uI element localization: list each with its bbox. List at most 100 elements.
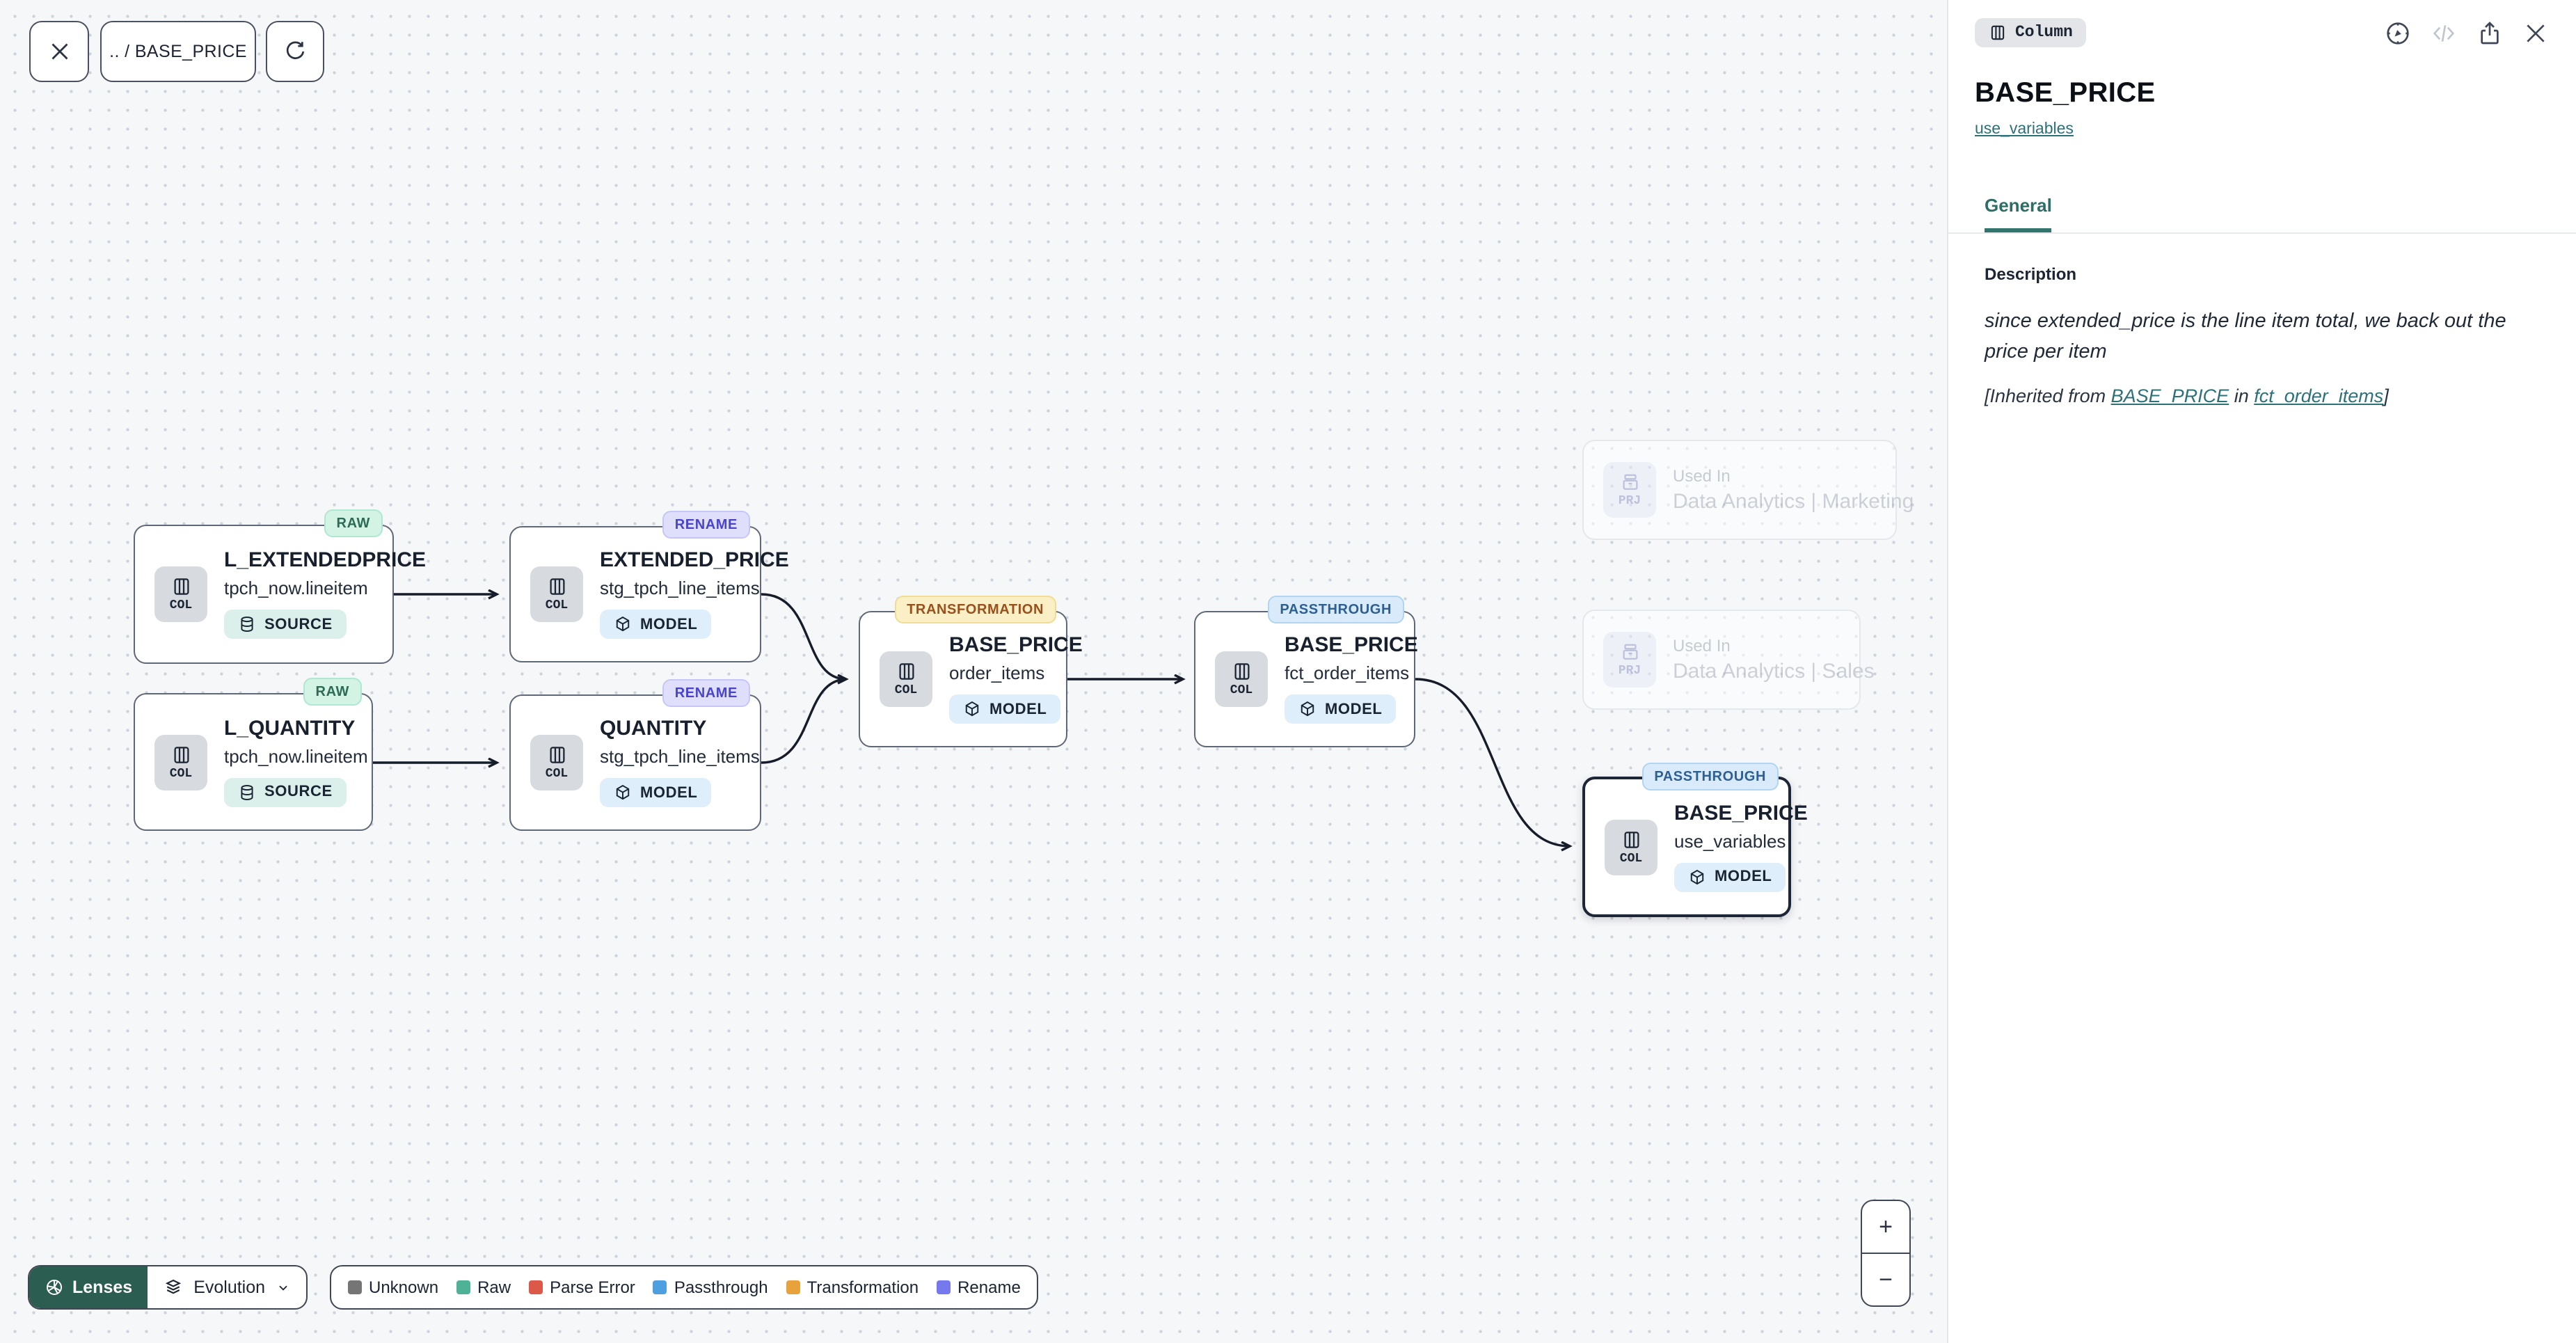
share-icon[interactable] <box>2476 19 2504 47</box>
columns-icon <box>1623 831 1639 848</box>
close-icon[interactable] <box>2522 19 2550 47</box>
node-title: BASE_PRICE <box>1285 633 1418 657</box>
columns-icon <box>1991 25 2005 40</box>
columns-icon <box>898 663 914 680</box>
database-icon <box>241 617 253 632</box>
column-type-chip: COL <box>530 735 583 790</box>
legend-swatch <box>937 1280 951 1294</box>
legend-swatch <box>529 1280 543 1294</box>
project-type-chip: PRJ <box>1603 632 1656 688</box>
panel-title: BASE_PRICE <box>1975 78 2156 109</box>
legend-swatch <box>456 1280 471 1294</box>
evolution-badge: RENAME <box>662 679 750 707</box>
zoom-in-button[interactable]: + <box>1862 1201 1909 1254</box>
kind-badge: MODEL <box>600 778 712 807</box>
cube-icon <box>1690 869 1704 884</box>
model-link[interactable]: use_variables <box>1975 121 2074 138</box>
legend-item: Transformation <box>786 1278 919 1297</box>
evolution-legend: Unknown Raw Parse Error Passthrough Tran… <box>330 1265 1039 1310</box>
node-subtitle: stg_tpch_line_items <box>600 578 760 598</box>
used-in-name: Data Analytics | Sales <box>1673 660 1875 683</box>
close-lineage-button[interactable] <box>29 21 89 82</box>
description-section: Description since extended_price is the … <box>1948 234 2576 406</box>
zoom-out-button[interactable]: − <box>1879 1266 1893 1292</box>
legend-item: Raw <box>456 1278 511 1297</box>
column-type-chip: COL <box>1605 819 1657 875</box>
description-label: Description <box>1985 264 2077 284</box>
legend-swatch <box>786 1280 800 1294</box>
evolution-badge: PASSTHROUGH <box>1267 596 1404 623</box>
legend-item: Parse Error <box>529 1278 635 1297</box>
column-type-chip: COL <box>1215 651 1268 707</box>
evolution-badge: TRANSFORMATION <box>894 596 1056 623</box>
node-l-extendedprice[interactable]: RAW COL L_EXTENDEDPRICE tpch_now.lineite… <box>134 509 426 664</box>
inherited-model-link[interactable]: fct_order_items <box>2254 385 2384 406</box>
column-type-chip: COL <box>530 566 583 622</box>
archive-icon <box>1622 644 1637 660</box>
breadcrumb[interactable]: .. / BASE_PRICE <box>100 21 256 82</box>
panel-tabs: General <box>1948 193 2576 234</box>
column-type-chip: COL <box>154 734 207 790</box>
evolution-badge: RAW <box>303 678 362 706</box>
legend-item: Passthrough <box>653 1278 768 1297</box>
evolution-badge: RENAME <box>662 511 750 539</box>
lens-select-dropdown[interactable]: Evolution <box>148 1266 305 1308</box>
node-l-quantity[interactable]: RAW COL L_QUANTITY tpch_now.lineitem SOU… <box>134 678 373 831</box>
legend-item: Unknown <box>348 1278 438 1297</box>
tab-general[interactable]: General <box>1985 195 2052 232</box>
node-subtitle: tpch_now.lineitem <box>224 745 368 766</box>
kind-badge: MODEL <box>1674 862 1786 891</box>
refresh-button[interactable] <box>266 21 324 82</box>
kind-badge: MODEL <box>1285 694 1397 724</box>
compass-icon[interactable] <box>2384 19 2412 47</box>
used-in-label: Used In <box>1673 636 1731 655</box>
node-title: BASE_PRICE <box>949 633 1083 657</box>
node-base-price-use-variables[interactable]: PASSTHROUGH COL BASE_PRICE use_variables… <box>1582 763 1808 917</box>
chevron-down-icon <box>278 1285 287 1290</box>
aperture-icon <box>46 1279 63 1296</box>
node-title: EXTENDED_PRICE <box>600 548 789 572</box>
project-type-chip: PRJ <box>1603 462 1656 518</box>
inherited-column-link[interactable]: BASE_PRICE <box>2110 385 2229 406</box>
cube-icon <box>616 785 630 800</box>
zoom-controls: + − <box>1861 1200 1911 1307</box>
legend-swatch <box>348 1280 362 1294</box>
node-subtitle: order_items <box>949 662 1045 683</box>
node-subtitle: use_variables <box>1674 830 1786 851</box>
cube-icon <box>965 701 979 717</box>
node-extended-price[interactable]: RENAME COL EXTENDED_PRICE stg_tpch_line_… <box>509 511 789 662</box>
node-subtitle: stg_tpch_line_items <box>600 746 760 767</box>
node-quantity[interactable]: RENAME COL QUANTITY stg_tpch_line_items … <box>509 679 761 831</box>
layers-icon <box>166 1278 180 1294</box>
node-base-price-fct-order-items[interactable]: PASSTHROUGH COL BASE_PRICE fct_order_ite… <box>1194 596 1418 747</box>
evolution-badge: PASSTHROUGH <box>1641 763 1779 790</box>
details-panel: Column BASE_PRICE use_variables General … <box>1947 0 2576 1343</box>
used-in-marketing-card: PRJ Used In Data Analytics | Marketing <box>1582 440 1914 540</box>
node-base-price-order-items[interactable]: TRANSFORMATION COL BASE_PRICE order_item… <box>859 596 1083 747</box>
legend-item: Rename <box>937 1278 1021 1297</box>
lineage-canvas[interactable]: .. / BASE_PRICE RAW COL L_EXTENDEDPRICE … <box>0 0 1947 1343</box>
evolution-badge: RAW <box>324 509 383 537</box>
used-in-name: Data Analytics | Marketing <box>1673 490 1914 514</box>
used-in-label: Used In <box>1673 466 1731 486</box>
columns-icon <box>173 578 189 595</box>
node-subtitle: tpch_now.lineitem <box>224 578 368 598</box>
columns-icon <box>173 746 189 763</box>
node-subtitle: fct_order_items <box>1285 662 1410 683</box>
lenses-button[interactable]: Lenses <box>29 1266 148 1308</box>
kind-badge: SOURCE <box>224 610 347 639</box>
breadcrumb-label: .. / BASE_PRICE <box>109 42 247 61</box>
node-title: L_EXTENDEDPRICE <box>224 548 427 572</box>
cube-icon <box>616 617 630 632</box>
columns-icon <box>1234 663 1249 680</box>
kind-badge: MODEL <box>949 694 1061 724</box>
lenses-label: Lenses <box>72 1278 133 1297</box>
inherited-note: [Inherited from BASE_PRICE in fct_order_… <box>1985 385 2389 406</box>
selected-lens-label: Evolution <box>193 1278 266 1297</box>
description-text: since extended_price is the line item to… <box>1985 310 2506 364</box>
column-type-chip: COL <box>880 651 932 707</box>
node-title: L_QUANTITY <box>224 716 356 740</box>
edge <box>1415 678 1570 846</box>
code-icon[interactable] <box>2430 19 2458 47</box>
columns-icon <box>549 578 564 595</box>
